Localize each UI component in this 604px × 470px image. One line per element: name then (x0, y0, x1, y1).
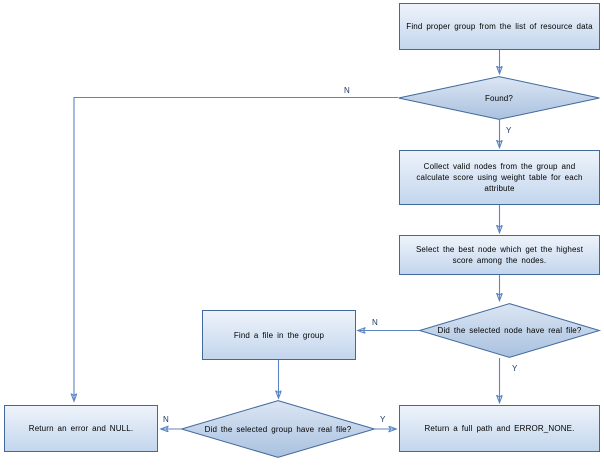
node-return-success-label: Return a full path and ERROR_NONE. (424, 424, 575, 433)
connector-layer (0, 50, 604, 459)
node-return-error-label: Return an error and NULL. (28, 424, 134, 433)
node-find-group-label: Find proper group from the list of resou… (406, 22, 593, 31)
node-find-group[interactable]: Find proper group from the list of resou… (399, 3, 600, 50)
edge-label-group-has-file-yes: Y (380, 415, 386, 424)
node-node-has-file[interactable]: Did the selected node have real file? (417, 303, 602, 358)
node-return-error[interactable]: Return an error and NULL. (4, 405, 158, 452)
diamond-shape-found (398, 76, 600, 120)
diamond-shape-group-has-file (179, 400, 377, 458)
node-found[interactable]: Found? (398, 76, 600, 120)
node-find-file-label: Find a file in the group (233, 330, 325, 340)
edge-label-found-yes: Y (506, 126, 512, 135)
flowchart-canvas: Find proper group from the list of resou… (0, 3, 604, 459)
node-select-best-node-label: Select the best node which get the highe… (415, 245, 584, 265)
node-select-best-node[interactable]: Select the best node which get the highe… (399, 235, 600, 275)
edge-label-group-has-file-no: N (163, 415, 169, 424)
edge-label-node-has-file-no: N (372, 318, 378, 327)
node-collect-nodes[interactable]: Collect valid nodes from the group and c… (399, 150, 600, 205)
node-find-file[interactable]: Find a file in the group (202, 310, 356, 360)
edge-label-found-no: N (344, 86, 350, 95)
node-collect-nodes-label: Collect valid nodes from the group and c… (416, 162, 583, 193)
node-group-has-file[interactable]: Did the selected group have real file? (179, 400, 377, 459)
edge-label-node-has-file-yes: Y (512, 364, 518, 373)
node-return-success[interactable]: Return a full path and ERROR_NONE. (399, 405, 600, 452)
diamond-shape-node-has-file (417, 303, 602, 358)
